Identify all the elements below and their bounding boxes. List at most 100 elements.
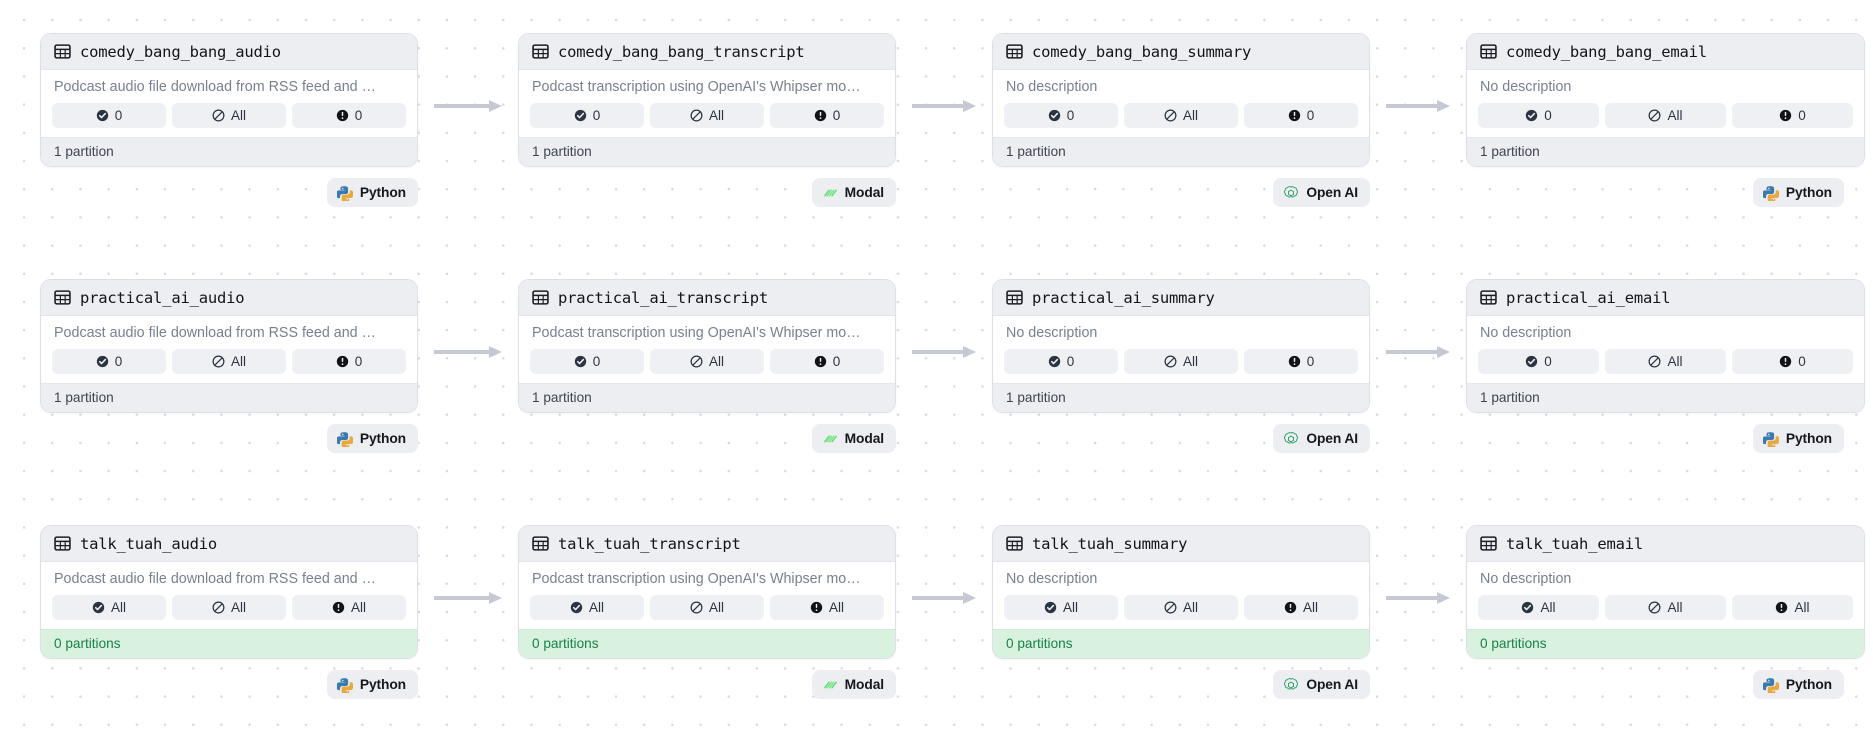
node-badge-slash-circle[interactable]: All xyxy=(1605,348,1726,374)
node-badge-alert-circle[interactable]: All xyxy=(1244,594,1358,620)
openai-icon xyxy=(1283,185,1299,201)
node-tag-python[interactable]: Python xyxy=(326,424,418,453)
badge-value: All xyxy=(1182,353,1198,369)
node-badge-slash-circle[interactable]: All xyxy=(1124,594,1238,620)
node-header[interactable]: talk_tuah_audio xyxy=(41,526,417,562)
node-tag-python[interactable]: Python xyxy=(1752,424,1844,453)
node-badge-slash-circle[interactable]: All xyxy=(650,348,764,374)
badge-value: All xyxy=(1302,599,1318,615)
node-header[interactable]: comedy_bang_bang_audio xyxy=(41,34,417,70)
node-badge-slash-circle[interactable]: All xyxy=(650,102,764,128)
slash-circle-icon xyxy=(1164,355,1177,368)
node-tag-modal[interactable]: Modal xyxy=(811,424,896,453)
check-circle-icon xyxy=(574,355,587,368)
node-badge-slash-circle[interactable]: All xyxy=(1605,594,1726,620)
node-badge-check-circle[interactable]: All xyxy=(52,594,166,620)
node-title: talk_tuah_audio xyxy=(80,534,217,553)
node-badge-check-circle[interactable]: 0 xyxy=(530,348,644,374)
node-badge-alert-circle[interactable]: 0 xyxy=(1732,102,1853,128)
node-badge-check-circle[interactable]: 0 xyxy=(1478,102,1599,128)
table-icon xyxy=(1480,535,1497,552)
node-tag-python[interactable]: Python xyxy=(1752,670,1844,699)
node-tag-open-ai[interactable]: Open AI xyxy=(1273,178,1370,207)
node-badge-slash-circle[interactable]: All xyxy=(650,594,764,620)
node-body: Podcast transcription using OpenAI's Whi… xyxy=(519,562,895,629)
node-badge-alert-circle[interactable]: 0 xyxy=(1244,102,1358,128)
node-tag-python[interactable]: Python xyxy=(326,178,418,207)
node-description: No description xyxy=(1480,79,1572,95)
node-header[interactable]: comedy_bang_bang_summary xyxy=(993,34,1369,70)
node-badge-alert-circle[interactable]: All xyxy=(1732,594,1853,620)
node-badge-slash-circle[interactable]: All xyxy=(172,102,286,128)
check-circle-icon xyxy=(574,109,587,122)
node-badge-check-circle[interactable]: 0 xyxy=(1004,102,1118,128)
node-badge-check-circle[interactable]: All xyxy=(1478,594,1599,620)
node-badge-alert-circle[interactable]: All xyxy=(770,594,884,620)
badge-value: All xyxy=(1667,353,1683,369)
node-badge-slash-circle[interactable]: All xyxy=(172,348,286,374)
node-badge-check-circle[interactable]: 0 xyxy=(1478,348,1599,374)
node-badge-alert-circle[interactable]: 0 xyxy=(1244,348,1358,374)
node-badge-alert-circle[interactable]: 0 xyxy=(292,102,406,128)
node-badge-check-circle[interactable]: 0 xyxy=(52,102,166,128)
badge-value: All xyxy=(230,353,246,369)
node-badge-alert-circle[interactable]: 0 xyxy=(770,348,884,374)
node-tag-open-ai[interactable]: Open AI xyxy=(1273,424,1370,453)
node-badge-alert-circle[interactable]: 0 xyxy=(1732,348,1853,374)
node-description: Podcast audio file download from RSS fee… xyxy=(54,571,376,587)
node-badge-slash-circle[interactable]: All xyxy=(1605,102,1726,128)
node-badge-check-circle[interactable]: All xyxy=(530,594,644,620)
alert-circle-icon xyxy=(1775,601,1788,614)
node-badge-check-circle[interactable]: 0 xyxy=(530,102,644,128)
check-circle-icon xyxy=(1525,355,1538,368)
node-header[interactable]: practical_ai_email xyxy=(1467,280,1864,316)
node-badge-check-circle[interactable]: All xyxy=(1004,594,1118,620)
check-circle-icon xyxy=(570,601,583,614)
node-tag-open-ai[interactable]: Open AI xyxy=(1273,670,1370,699)
node-header[interactable]: talk_tuah_email xyxy=(1467,526,1864,562)
python-icon xyxy=(1763,185,1779,201)
node-badge-alert-circle[interactable]: 0 xyxy=(292,348,406,374)
node-description: No description xyxy=(1006,325,1098,341)
node-badge-slash-circle[interactable]: All xyxy=(172,594,286,620)
node-badge-check-circle[interactable]: 0 xyxy=(52,348,166,374)
node-header[interactable]: practical_ai_transcript xyxy=(519,280,895,316)
check-circle-icon xyxy=(1048,109,1061,122)
badge-value: 0 xyxy=(592,353,601,369)
badge-value: All xyxy=(828,599,844,615)
badge-value: All xyxy=(1667,599,1683,615)
node-header[interactable]: comedy_bang_bang_transcript xyxy=(519,34,895,70)
node-partition-status: 1 partition xyxy=(993,382,1369,412)
node-badge-slash-circle[interactable]: All xyxy=(1124,102,1238,128)
node-header[interactable]: talk_tuah_summary xyxy=(993,526,1369,562)
node-badge-alert-circle[interactable]: All xyxy=(292,594,406,620)
node-title: talk_tuah_transcript xyxy=(558,534,741,553)
node-tag-modal[interactable]: Modal xyxy=(811,670,896,699)
asset-node[interactable]: practical_ai_summary No description 0 All 0 1… xyxy=(992,279,1370,413)
node-badge-alert-circle[interactable]: 0 xyxy=(770,102,884,128)
node-tag-python[interactable]: Python xyxy=(326,670,418,699)
node-badge-slash-circle[interactable]: All xyxy=(1124,348,1238,374)
node-badge-check-circle[interactable]: 0 xyxy=(1004,348,1118,374)
node-tag-python[interactable]: Python xyxy=(1752,178,1844,207)
node-header[interactable]: talk_tuah_transcript xyxy=(519,526,895,562)
node-title: practical_ai_audio xyxy=(80,288,245,307)
node-header[interactable]: practical_ai_summary xyxy=(993,280,1369,316)
node-header[interactable]: practical_ai_audio xyxy=(41,280,417,316)
node-header[interactable]: comedy_bang_bang_email xyxy=(1467,34,1864,70)
node-tag-modal[interactable]: Modal xyxy=(811,178,896,207)
